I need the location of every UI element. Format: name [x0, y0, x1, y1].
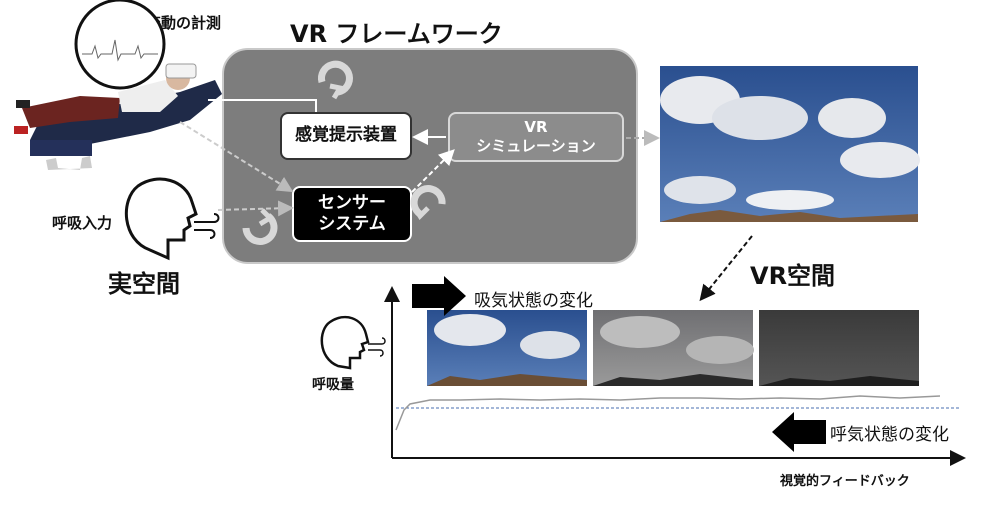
breath-volume-label: 呼吸量	[312, 377, 354, 393]
exhale-change-label: 呼気状態の変化	[830, 425, 949, 445]
sensor-system-line1: センサー	[318, 192, 386, 213]
vr-simulation-line2: シミュレーション	[476, 137, 596, 155]
exhale-arrow-icon	[772, 412, 826, 452]
sky-image-2	[593, 310, 754, 386]
breath-input-label: 呼吸入力	[52, 214, 113, 232]
arrow-breath-to-sensor	[217, 200, 294, 217]
breath-volume-curve	[395, 395, 941, 431]
arrow-body-to-sensor	[179, 121, 294, 193]
sensor-system-line2: システム	[318, 214, 386, 234]
visual-feedback-label: 視覚的フィードバック	[780, 474, 910, 489]
inhale-arrow-icon	[412, 276, 466, 316]
framework-title: VR フレームワーク	[290, 20, 503, 48]
sky-image-3	[759, 310, 919, 386]
vr-space-sky-image	[660, 66, 920, 222]
cycle-icon-top	[318, 60, 353, 100]
sensory-device-node: 感覚提示装置	[280, 112, 412, 160]
heart-rate-monitor-icon	[74, 0, 166, 90]
sky-image-1	[427, 310, 587, 386]
real-space-title: 実空間	[108, 270, 180, 298]
connector-recliner-to-sensory	[208, 99, 317, 112]
inhale-change-label: 吸気状態の変化	[474, 291, 593, 311]
person-on-recliner-image	[14, 63, 222, 170]
head-profile-small-icon	[320, 315, 370, 370]
arrow-sensor-to-vrsim	[411, 149, 455, 193]
cycle-icon-right	[410, 185, 446, 221]
arrow-vr-space-to-graph	[699, 235, 753, 302]
breath-icon	[194, 213, 220, 239]
head-profile-icon	[124, 177, 198, 261]
cycle-icon-left	[242, 208, 278, 245]
breath-small-icon	[368, 337, 386, 357]
vr-simulation-line1: VR	[524, 118, 548, 137]
vr-space-title: VR空間	[750, 262, 836, 290]
sensor-system-node: センサー システム	[292, 186, 412, 242]
vr-simulation-node: VR シミュレーション	[448, 112, 624, 162]
